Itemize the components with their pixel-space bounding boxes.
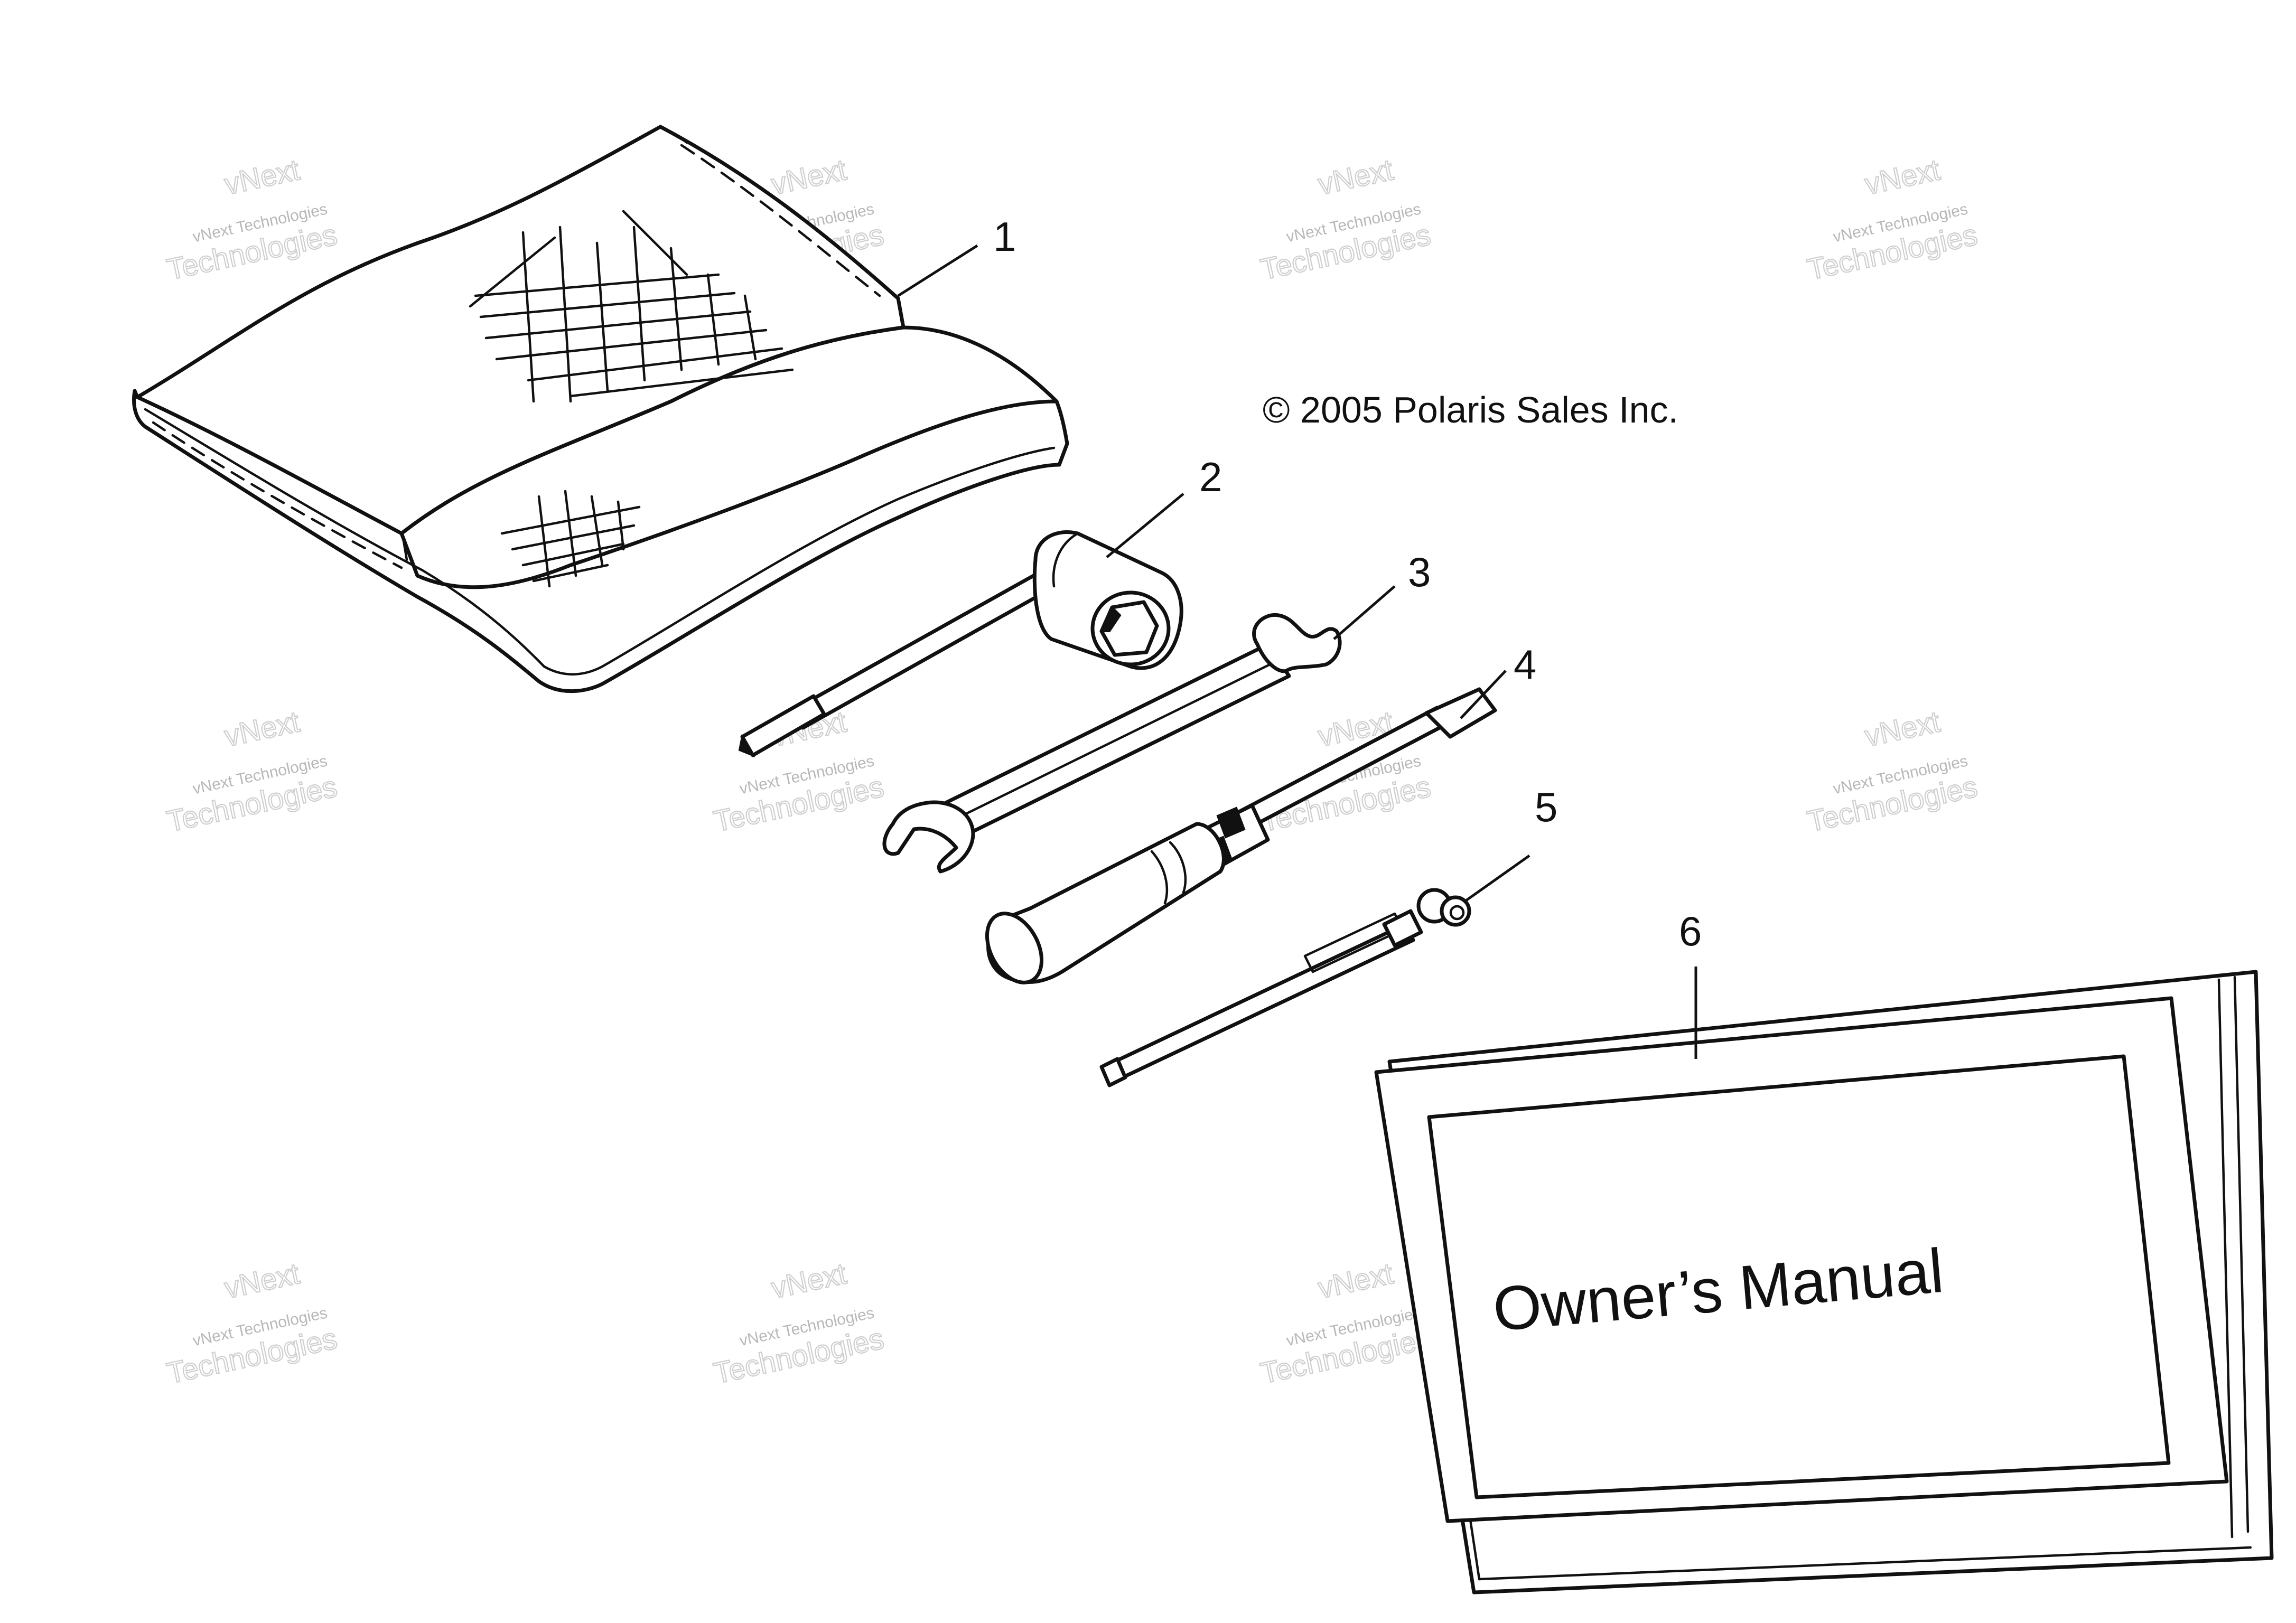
- callout-2: 2: [1199, 454, 1222, 500]
- svg-text:vNext: vNext: [221, 153, 303, 201]
- combination-wrench: 3: [882, 549, 1431, 874]
- svg-text:vNext: vNext: [768, 1256, 850, 1305]
- svg-text:vNext: vNext: [768, 153, 850, 201]
- watermark: vNext vNext Technologies Technologies: [163, 152, 340, 287]
- callout-1: 1: [993, 213, 1016, 260]
- callout-1-group: 1: [897, 213, 1016, 297]
- screwdriver: 4: [985, 641, 1536, 984]
- watermark: vNext vNext Technologies Technologies: [1804, 152, 1981, 287]
- svg-text:vNext: vNext: [1315, 153, 1396, 201]
- svg-text:vNext: vNext: [1862, 705, 1943, 753]
- watermark: vNext vNext Technologies Technologies: [163, 704, 340, 839]
- watermark: vNext vNext Technologies Technologies: [710, 1256, 887, 1391]
- svg-text:vNext: vNext: [221, 1256, 303, 1305]
- svg-text:vNext: vNext: [1862, 153, 1943, 201]
- tool-pouch: [132, 125, 1069, 693]
- svg-text:vNext: vNext: [1315, 1256, 1396, 1305]
- watermark: vNext vNext Technologies Technologies: [1804, 704, 1981, 839]
- watermark: vNext vNext Technologies Technologies: [1257, 1256, 1434, 1391]
- hex-extension: 5: [1099, 784, 1557, 1087]
- pouch-crosshatch-upper: [469, 210, 794, 403]
- owners-manual: Owner’s Manual 6: [1374, 908, 2274, 1594]
- callout-4: 4: [1514, 641, 1536, 688]
- callout-3: 3: [1408, 549, 1431, 595]
- watermark: vNext vNext Technologies Technologies: [1257, 152, 1434, 287]
- callout-5: 5: [1535, 784, 1557, 830]
- pouch-crosshatch-lower: [500, 490, 641, 588]
- callout-6: 6: [1679, 908, 1702, 954]
- svg-text:vNext: vNext: [221, 705, 303, 753]
- watermark: vNext vNext Technologies Technologies: [163, 1256, 340, 1391]
- copyright-notice: © 2005 Polaris Sales Inc.: [1263, 389, 1678, 430]
- spark-plug-wrench: 2: [738, 454, 1222, 757]
